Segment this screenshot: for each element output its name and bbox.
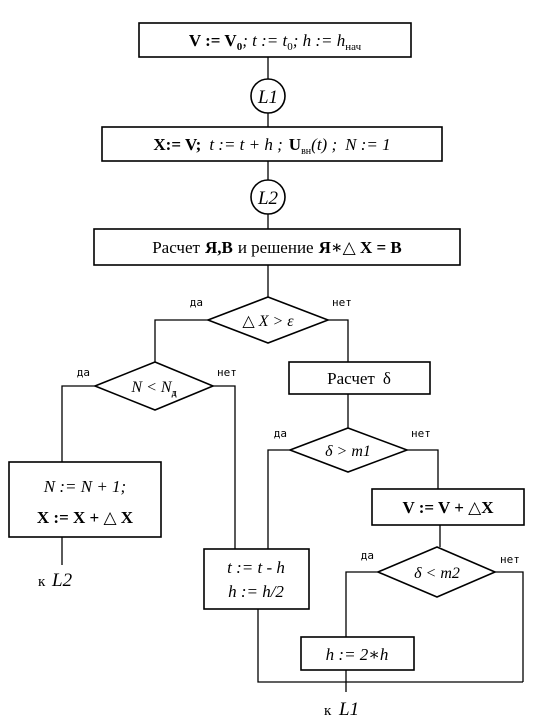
v-update-block: V := V + △X: [371, 488, 525, 526]
v-update-text: V := V + △X: [402, 498, 494, 517]
decision-m2: δ < m2 да нет: [361, 546, 520, 598]
flow-lines: [61, 57, 524, 692]
step-block: X:= V;t := t + h ;Uвн(t) ;N := 1: [101, 126, 443, 162]
connector-l1-label: L1: [257, 87, 278, 108]
connector-l1: L1: [250, 78, 286, 114]
branch-n-no: нет: [217, 366, 237, 379]
goto-l2-prefix: к: [38, 574, 46, 590]
goto-l1-prefix: к: [324, 703, 332, 719]
h-double-block: h := 2∗h: [300, 636, 415, 671]
step-back-line1: t := t - h: [227, 558, 285, 577]
init-text: V := V0; t := t0; h := hнач: [189, 31, 362, 53]
branch-m1-yes: да: [274, 427, 287, 440]
n-increment-line1: N := N + 1;: [43, 477, 126, 496]
step-back-block: t := t - h h := h/2: [203, 548, 310, 610]
goto-l2-label: L2: [51, 570, 73, 591]
decision-m2-label: δ < m2: [414, 565, 460, 582]
branch-m1-no: нет: [411, 427, 431, 440]
n-increment-line2: X := X + △ X: [37, 508, 134, 527]
init-block: V := V0; t := t0; h := hнач: [138, 22, 412, 58]
decision-n: N < Nд да нет: [77, 361, 237, 411]
decision-m1: δ > m1 да нет: [274, 427, 431, 473]
branch-n-yes: да: [77, 366, 90, 379]
decision-dx: △ X > ε да нет: [190, 296, 352, 344]
connector-l2: L2: [250, 179, 286, 215]
decision-dx-label: △ X > ε: [242, 313, 294, 330]
step-back-line2: h := h/2: [228, 582, 284, 601]
h-double-text: h := 2∗h: [326, 645, 389, 664]
goto-l1: к L1: [324, 699, 359, 720]
n-increment-block: N := N + 1; X := X + △ X: [8, 461, 162, 538]
branch-m2-yes: да: [361, 549, 374, 562]
goto-l2: к L2: [38, 570, 73, 591]
connector-l2-label: L2: [257, 188, 279, 209]
branch-m2-no: нет: [500, 553, 520, 566]
branch-dx-no: нет: [332, 296, 352, 309]
branch-dx-yes: да: [190, 296, 203, 309]
decision-n-label: N < Nд: [130, 379, 176, 399]
step-text: X:= V;t := t + h ;Uвн(t) ;N := 1: [153, 135, 390, 157]
decision-m1-label: δ > m1: [325, 443, 371, 460]
goto-l1-label: L1: [338, 699, 359, 720]
